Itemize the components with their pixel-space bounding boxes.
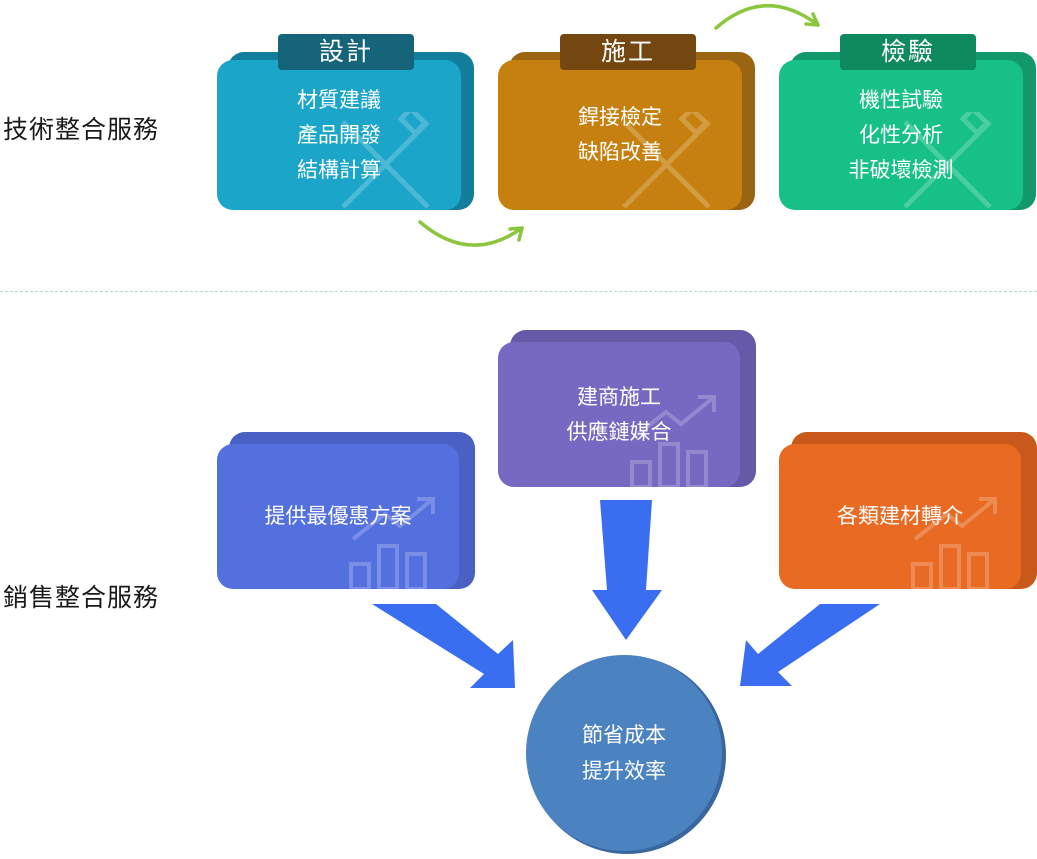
result-line-1: 節省成本 [582,723,666,747]
sales-left-line-1: 提供最優惠方案 [264,504,412,528]
right-arrow [740,604,880,686]
design-to-construction-arrow [418,220,524,247]
left-arrow [372,604,515,688]
tools-icon [622,112,711,209]
tools-icon [903,112,992,209]
middle-arrow [592,500,662,640]
sales-middle-line-2: 供應鏈媒合 [566,419,672,444]
construction-line-1: 銲接檢定 [578,105,662,129]
growth-chart-icon [630,395,716,487]
inspection-line-2: 化性分析 [859,122,943,147]
design-tag: 設計 [278,34,414,70]
sales-left-box: 提供最優惠方案 [217,444,459,589]
growth-chart-icon [911,497,997,589]
inspection-tag: 檢驗 [840,34,976,70]
design-line-1: 材質建議 [297,87,381,112]
result-circle: 節省成本 提升效率 [526,655,722,851]
section-divider [0,291,1037,292]
sales-middle-line-1: 建商施工 [577,384,661,409]
technical-services-label: 技術整合服務 [3,115,160,144]
design-line-3: 結構計算 [297,157,381,182]
sales-services-label: 銷售整合服務 [3,583,160,612]
construction-to-inspection-arrow [714,4,820,30]
inspection-line-3: 非破壞檢測 [848,157,954,182]
construction-line-2: 缺陷改善 [578,140,662,164]
design-line-2: 產品開發 [297,122,381,147]
sales-middle-box: 建商施工 供應鏈媒合 [498,342,740,487]
construction-tag: 施工 [560,34,696,70]
result-line-2: 提升效率 [582,759,666,783]
tools-icon [341,112,430,209]
inspection-line-1: 機性試驗 [859,87,943,112]
growth-chart-icon [349,497,435,589]
sales-right-line-1: 各類建材轉介 [837,504,963,528]
inspection-box: 機性試驗 化性分析 非破壞檢測 [779,60,1023,210]
design-box: 材質建議 產品開發 結構計算 [217,60,461,210]
construction-box: 銲接檢定 缺陷改善 [498,60,742,210]
sales-right-box: 各類建材轉介 [779,444,1021,589]
